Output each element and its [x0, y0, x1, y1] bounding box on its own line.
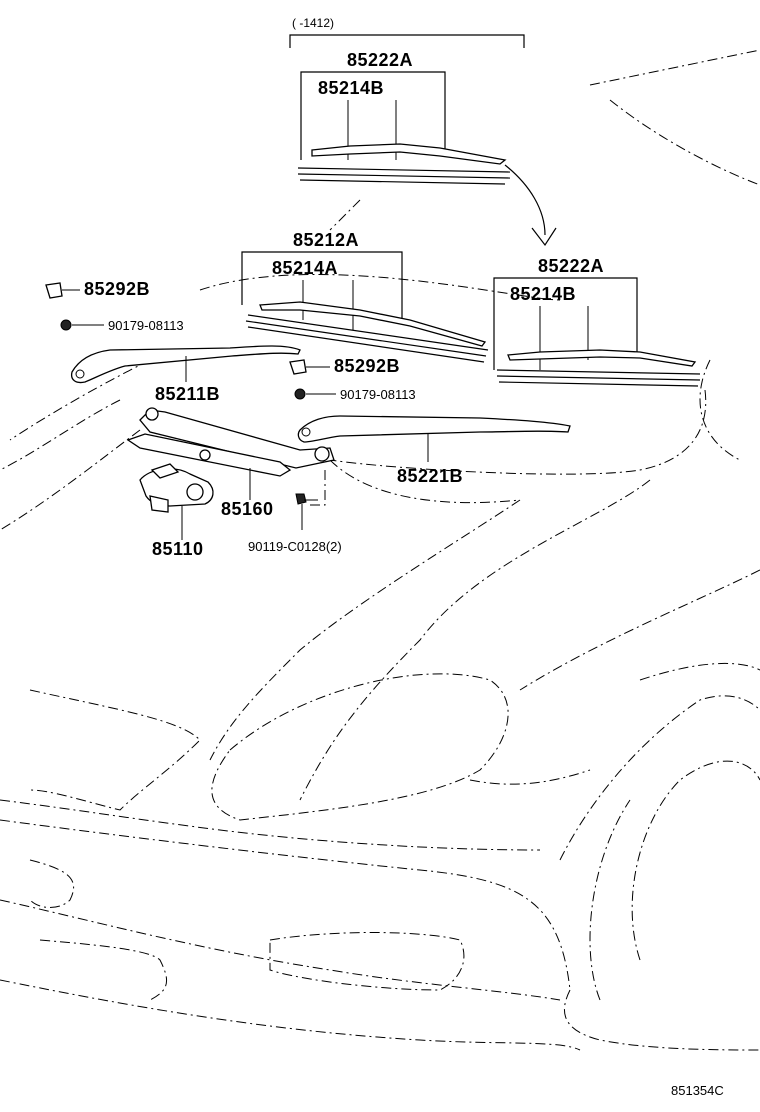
- label-top-blade-assy: 85222A: [347, 50, 413, 70]
- label-nut-upper: 90179-08113: [108, 318, 184, 333]
- label-lh-blade-assy: 85212A: [293, 230, 359, 250]
- lh-wiper-blade: 85212A 85214A: [241, 230, 489, 363]
- top-range-bracket: ( -1412): [289, 16, 525, 48]
- label-lh-arm: 85211B: [155, 384, 220, 404]
- nut-lower: 90179-08113: [294, 387, 416, 402]
- wiper-link-assy: 85160: [126, 407, 335, 519]
- label-bolt: 90119-C0128(2): [248, 539, 342, 554]
- bolt: 90119-C0128(2): [248, 470, 342, 554]
- label-motor: 85110: [152, 539, 204, 559]
- rh-wiper-blade: 85222A 85214B: [493, 256, 701, 387]
- label-top-blade-rubber: 85214B: [318, 78, 384, 98]
- wiper-motor: 85110: [139, 463, 214, 559]
- figure-code: 851354C: [671, 1083, 724, 1098]
- top-range-label: ( -1412): [292, 16, 334, 30]
- top-wiper-blade: 85222A 85214B: [297, 50, 511, 185]
- label-rh-blade-rubber: 85214B: [510, 284, 576, 304]
- label-link-assy: 85160: [221, 499, 274, 519]
- cap-upper: 85292B: [45, 279, 150, 299]
- label-lh-blade-rubber: 85214A: [272, 258, 338, 278]
- label-rh-arm: 85221B: [397, 466, 463, 486]
- rh-wiper-arm: 85221B: [297, 415, 571, 486]
- label-cap-upper: 85292B: [84, 279, 150, 299]
- change-arrow: [504, 164, 557, 247]
- label-rh-blade-assy: 85222A: [538, 256, 604, 276]
- lh-wiper-arm: 85211B: [70, 345, 301, 404]
- car-body-outline: [0, 49, 760, 1051]
- nut-upper: 90179-08113: [60, 318, 184, 333]
- label-cap-lower: 85292B: [334, 356, 400, 376]
- label-nut-lower: 90179-08113: [340, 387, 416, 402]
- cap-lower: 85292B: [289, 356, 400, 376]
